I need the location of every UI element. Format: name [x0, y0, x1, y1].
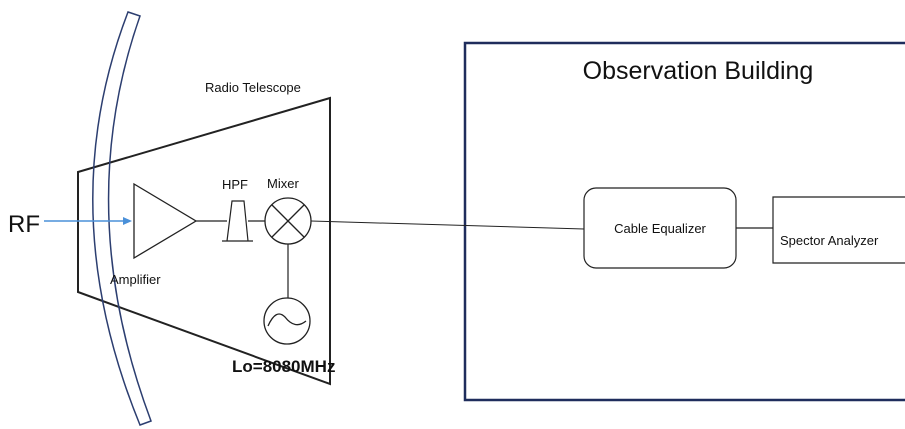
cable-equalizer-label: Cable Equalizer [614, 221, 706, 236]
amplifier-label: Amplifier [110, 272, 161, 287]
spector-analyzer-box [772, 196, 905, 264]
hpf-label: HPF [222, 177, 248, 192]
oscillator-icon [263, 297, 311, 345]
rf-arrowhead [123, 217, 132, 225]
mixer-icon [264, 197, 312, 245]
rf-label: RF [8, 211, 40, 238]
lo-frequency-label: Lo=8080MHz [232, 357, 335, 376]
mixer-to-equalizer-cable [310, 220, 585, 230]
radio-telescope-label: Radio Telescope [205, 80, 301, 95]
observation-building-label: Observation Building [583, 57, 814, 85]
mixer-label: Mixer [267, 176, 299, 191]
receiver-housing [77, 96, 331, 386]
spector-analyzer-label: Spector Analyzer [780, 233, 879, 248]
amplifier-icon [133, 182, 198, 260]
hpf-icon [226, 200, 249, 242]
observation-building-box [463, 41, 905, 402]
radio-telescope-dish [92, 11, 152, 426]
